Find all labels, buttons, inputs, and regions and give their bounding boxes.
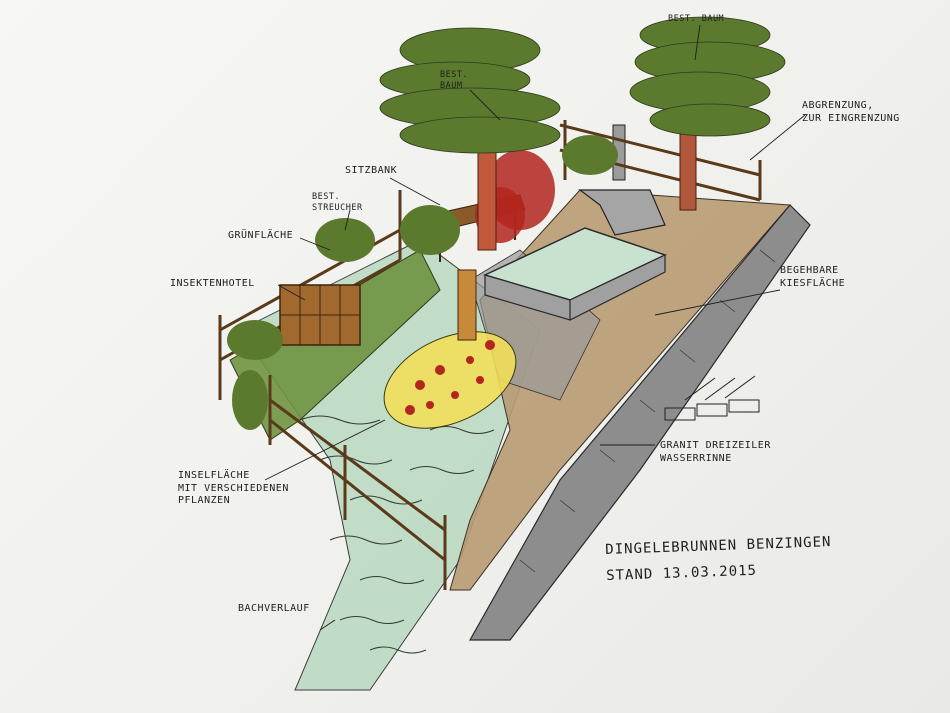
- label-line: Begehbare: [780, 265, 839, 276]
- label-line: zur Eingrenzung: [802, 112, 900, 124]
- granite-gutter: [468, 204, 811, 641]
- label-insektenhotel: Insektenhotel: [170, 278, 255, 291]
- label-abgrenzung: Abgrenzung, zur Eingrenzung: [802, 100, 900, 125]
- label-line: Bachverlauf: [238, 603, 310, 614]
- label-line: Grünfläche: [228, 230, 294, 241]
- label-line: Best.: [312, 192, 341, 202]
- plant-island: [383, 269, 517, 429]
- label-line: Kiesfläche: [780, 277, 846, 289]
- label-line: Granit Dreizeiler: [660, 440, 771, 451]
- tree-trunk-right: [679, 129, 697, 211]
- granite-stones-detail: [664, 375, 760, 421]
- tree-crown-left: [379, 27, 561, 154]
- water-basin-wall: [484, 254, 666, 321]
- label-line: Insektenhotel: [170, 278, 255, 289]
- label-best-baum-left: Best. Baum: [440, 70, 468, 91]
- label-line: Best. Baum: [668, 14, 725, 24]
- tree-crown-right: [629, 16, 786, 137]
- label-inselflaeche: Inselfläche mit verschiedenen Pflanzen: [178, 470, 289, 508]
- label-line: Wasserrinne: [660, 452, 732, 464]
- water-lines: [299, 415, 495, 654]
- label-line: Best.: [440, 70, 469, 80]
- label-line: Sitzbank: [345, 165, 398, 176]
- fountain-block: [578, 189, 666, 236]
- leader-lines: [264, 24, 806, 631]
- label-begehbare-kiesflaeche: Begehbare Kiesfläche: [780, 265, 845, 290]
- label-best-straeucher: Best. Streucher: [312, 192, 363, 213]
- label-bachverlauf: Bachverlauf: [238, 603, 310, 616]
- label-granit-wasserrinne: Granit Dreizeiler Wasserrinne: [660, 440, 771, 465]
- label-line: Pflanzen: [178, 495, 231, 506]
- label-line: Baum: [440, 80, 463, 91]
- gutter-joints: [519, 249, 776, 573]
- label-line: Streucher: [312, 202, 363, 213]
- label-sitzbank: Sitzbank: [345, 165, 397, 178]
- label-best-baum-right: Best. Baum: [668, 14, 724, 25]
- label-line: mit verschiedenen: [178, 482, 289, 494]
- drawing-title: Dingelebrunnen Benzingen Stand 13.03.201…: [605, 534, 833, 584]
- green-shrub: [227, 135, 618, 430]
- label-line: Abgrenzung,: [802, 100, 874, 111]
- label-line: Inselfläche: [178, 470, 250, 481]
- label-gruenflaeche: Grünfläche: [228, 230, 293, 243]
- insect-hotel: [279, 284, 361, 346]
